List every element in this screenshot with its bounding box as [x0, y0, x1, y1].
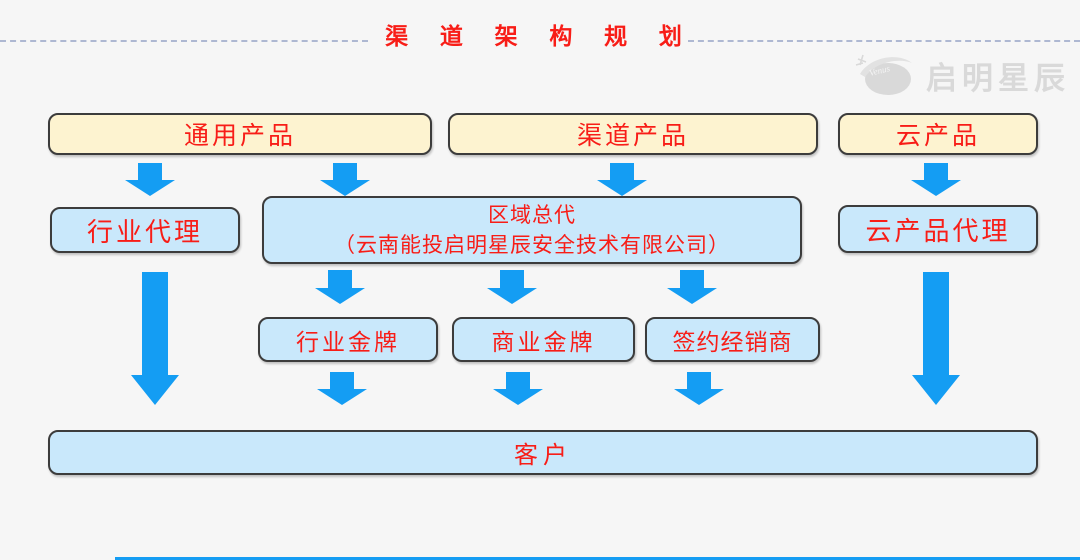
arrow-regional-to-reseller: [667, 270, 717, 304]
venus-swoosh-icon: Venus: [855, 54, 912, 95]
node-label: 商业金牌: [491, 329, 596, 355]
arrow-regional-to-industry-gold: [315, 270, 365, 304]
node-cloud-products: 云产品: [838, 113, 1038, 155]
arrow-general-to-industry-agent: [125, 163, 175, 196]
title-rule-right: [688, 40, 1080, 42]
arrow-regional-to-business-gold: [487, 270, 537, 304]
node-contracted-reseller: 签约经销商: [645, 317, 820, 362]
node-label: 云产品: [895, 123, 980, 150]
node-industry-gold: 行业金牌: [258, 317, 438, 362]
title-rule-left: [0, 40, 368, 42]
arrow-industry-gold-to-customer: [317, 372, 367, 405]
node-label: 渠道产品: [576, 123, 689, 150]
arrow-general-to-regional: [320, 163, 370, 196]
node-label: 行业代理: [86, 217, 203, 247]
node-label: 客户: [514, 443, 572, 469]
arrow-cloud-agent-to-customer: [912, 272, 960, 405]
node-general-products: 通用产品: [48, 113, 432, 155]
node-business-gold: 商业金牌: [452, 317, 635, 362]
brand-text: 启明星辰: [926, 60, 1070, 96]
node-industry-agent: 行业代理: [50, 207, 240, 253]
node-customer: 客户: [48, 430, 1038, 475]
regional-subtitle: （云南能投启明星辰安全技术有限公司）: [334, 233, 730, 257]
bottom-accent-line: [115, 557, 1080, 560]
arrow-reseller-to-customer: [674, 372, 724, 405]
arrow-business-gold-to-customer: [493, 372, 543, 405]
arrow-channel-to-regional: [597, 163, 647, 196]
node-channel-products: 渠道产品: [448, 113, 818, 155]
node-label: 行业金牌: [296, 329, 400, 355]
regional-title: 区域总代: [488, 203, 576, 227]
node-label: 签约经销商: [672, 329, 793, 355]
venustech-watermark: Venus 启明星辰: [848, 52, 1070, 98]
node-regional-distributor: 区域总代 （云南能投启明星辰安全技术有限公司）: [262, 196, 802, 264]
arrow-cloud-to-cloud-agent: [911, 163, 961, 196]
node-label: 通用产品: [183, 123, 296, 150]
node-cloud-product-agent: 云产品代理: [838, 205, 1038, 253]
slide-title: 渠 道 架 构 规 划: [385, 24, 695, 49]
arrow-industry-agent-to-customer: [131, 272, 179, 405]
node-label: 云产品代理: [865, 216, 1011, 246]
